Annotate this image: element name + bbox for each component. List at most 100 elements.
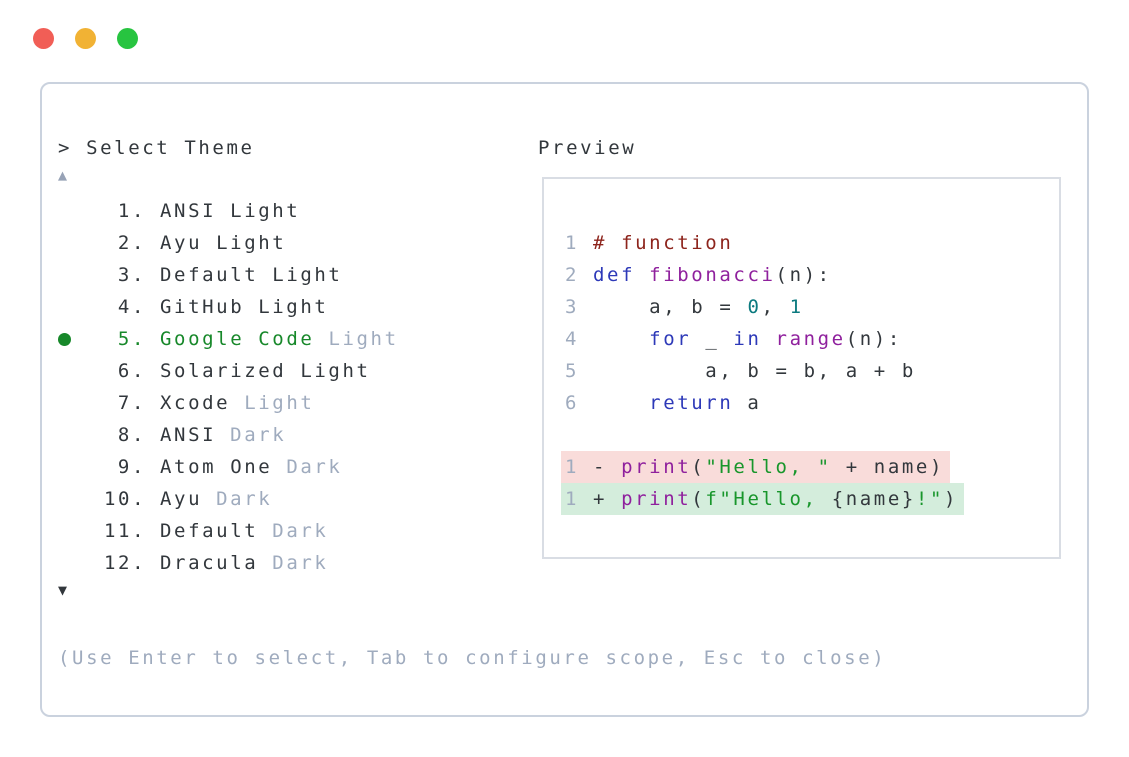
- code-token-function: fibonacci: [649, 264, 776, 286]
- code-token-plain: (: [691, 456, 706, 478]
- theme-variant: Light: [272, 264, 343, 286]
- code-token-plain: [761, 328, 775, 350]
- line-number: 3: [565, 296, 580, 318]
- theme-name: GitHub: [160, 296, 245, 318]
- scroll-down-indicator-icon[interactable]: ▼: [58, 581, 70, 599]
- theme-name: Google Code: [160, 328, 315, 350]
- code-token-plain: [593, 392, 649, 414]
- item-marker: [58, 259, 104, 291]
- theme-variant: Dark: [272, 520, 329, 542]
- line-number: 1: [565, 488, 580, 510]
- code-token-plain: [635, 264, 649, 286]
- item-marker: [58, 291, 104, 323]
- item-marker: [58, 355, 104, 387]
- theme-list-item-xcode-light[interactable]: 7. Xcode Light: [58, 387, 399, 419]
- theme-variant: Dark: [216, 488, 273, 510]
- theme-list-item-dracula-dark[interactable]: 12. Dracula Dark: [58, 547, 399, 579]
- select-theme-prompt: > Select Theme: [58, 137, 255, 159]
- item-number: 5.: [117, 328, 146, 350]
- theme-name: Dracula: [160, 552, 259, 574]
- code-token-plain: {name}: [831, 488, 916, 510]
- item-number: 9.: [117, 456, 146, 478]
- theme-variant: Light: [328, 328, 399, 350]
- line-number: 1: [565, 456, 580, 478]
- item-marker: [58, 419, 104, 451]
- item-number: 8.: [117, 424, 146, 446]
- minimize-button-icon[interactable]: [75, 28, 96, 49]
- item-number: 1.: [117, 200, 146, 222]
- item-marker: [58, 195, 104, 227]
- code-token-plain: -: [593, 456, 622, 478]
- diff-line-removed: 1- print("Hello, " + name): [561, 451, 1059, 483]
- code-line: 5 a, b = b, a + b: [565, 355, 1059, 387]
- line-number: 1: [565, 232, 580, 254]
- code-token-function: print: [621, 488, 692, 510]
- code-line: 1 # function: [565, 227, 1059, 259]
- scroll-up-indicator-icon[interactable]: ▲: [58, 166, 70, 184]
- item-number: 11.: [104, 520, 147, 542]
- item-marker: [58, 451, 104, 483]
- line-number: 6: [565, 392, 580, 414]
- code-token-plain: a: [733, 392, 762, 414]
- theme-variant: Light: [216, 232, 287, 254]
- close-button-icon[interactable]: [33, 28, 54, 49]
- theme-variant: Dark: [286, 456, 343, 478]
- theme-list-item-atom-one-dark[interactable]: 9. Atom One Dark: [58, 451, 399, 483]
- item-number: 10.: [104, 488, 147, 510]
- theme-name: Ayu: [160, 488, 203, 510]
- theme-list-item-ayu-dark[interactable]: 10. Ayu Dark: [58, 483, 399, 515]
- theme-list-item-default-light[interactable]: 3. Default Light: [58, 259, 399, 291]
- diff-line-added: 1+ print(f"Hello, {name}!"): [561, 483, 1059, 515]
- item-number: 2.: [117, 232, 146, 254]
- code-line: 4 for _ in range(n):: [565, 323, 1059, 355]
- theme-name: Solarized: [160, 360, 287, 382]
- code-line-blank: [565, 419, 1059, 451]
- preview-title: Preview: [538, 137, 637, 159]
- maximize-button-icon[interactable]: [117, 28, 138, 49]
- code-token-plain: _: [691, 328, 734, 350]
- code-token-number: 1: [789, 296, 804, 318]
- window-controls: [33, 28, 138, 49]
- line-number: 4: [565, 328, 580, 350]
- item-number: 6.: [117, 360, 146, 382]
- theme-list-item-github-light[interactable]: 4. GitHub Light: [58, 291, 399, 323]
- line-number: 2: [565, 264, 580, 286]
- code-token-keyword: in: [733, 328, 762, 350]
- code-token-plain: (: [691, 488, 706, 510]
- theme-variant: Dark: [272, 552, 329, 574]
- item-marker: [58, 515, 104, 547]
- code-token-plain: (n):: [775, 264, 832, 286]
- code-line: 6 return a: [565, 387, 1059, 419]
- theme-name: Atom One: [160, 456, 273, 478]
- footer-hint: (Use Enter to select, Tab to configure s…: [58, 647, 887, 669]
- code-token-function: range: [775, 328, 846, 350]
- code-token-comment: # function: [593, 232, 734, 254]
- theme-variant: Light: [258, 296, 329, 318]
- code-token-plain: (n):: [845, 328, 902, 350]
- item-number: 4.: [117, 296, 146, 318]
- theme-variant: Light: [244, 392, 315, 414]
- code-token-number: 0: [747, 296, 762, 318]
- theme-name: Xcode: [160, 392, 231, 414]
- code-token-plain: +: [593, 488, 622, 510]
- item-number: 12.: [104, 552, 147, 574]
- code-token-keyword: return: [649, 392, 734, 414]
- theme-name: ANSI: [160, 200, 217, 222]
- theme-name: Default: [160, 264, 259, 286]
- theme-list-item-google-code-light[interactable]: 5. Google Code Light: [58, 323, 399, 355]
- code-token-string: f"Hello,: [705, 488, 832, 510]
- item-number: 3.: [117, 264, 146, 286]
- code-token-plain: [593, 328, 649, 350]
- theme-name: ANSI: [160, 424, 217, 446]
- item-number: 7.: [117, 392, 146, 414]
- code-token-string: "Hello, ": [705, 456, 832, 478]
- item-marker: [58, 483, 104, 515]
